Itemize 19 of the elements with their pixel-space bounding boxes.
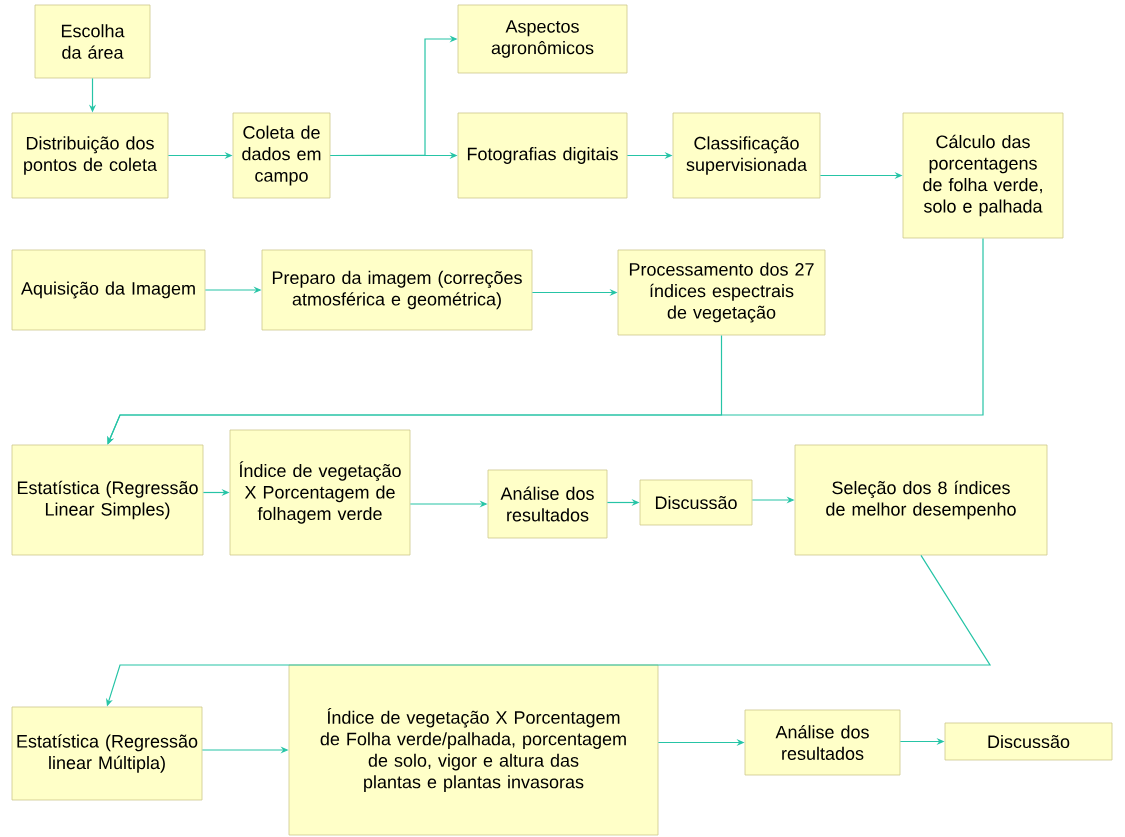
process-box: Escolha da área (34, 4, 151, 79)
process-box: Fotografias digitais (457, 112, 628, 199)
process-box: Análise dos resultados (487, 469, 608, 539)
process-box: Estatística (Regressão Linear Simples) (11, 444, 204, 556)
process-box: Aquisição da Imagem (11, 249, 206, 331)
process-box: Estatística (Regressão linear Múltipla) (11, 706, 203, 801)
process-box: Aspectos agronômicos (457, 4, 628, 74)
process-box: Cálculo das porcentagens de folha verde, solo e palhada (902, 112, 1064, 239)
process-box: Discussão (944, 722, 1113, 761)
process-box: Classificação supervisionada (672, 112, 821, 199)
process-box: Índice de vegetação X Porcentagem de Folha verde/palhada, porcentagem de solo, vigor e altura das plantas e plantas invasoras (288, 664, 659, 836)
process-box: Seleção dos 8 índices de melhor desempenho (794, 444, 1048, 556)
process-box: Preparo da imagem (correções atmosférica e geométrica) (261, 249, 533, 331)
process-box: Índice de vegetação X Porcentagem de folhagem verde (229, 429, 411, 556)
process-box: Coleta de dados em campo (232, 112, 331, 199)
process-box: Discussão (639, 479, 753, 526)
process-box: Processamento dos 27 índices espectrais de vegetação (617, 249, 826, 336)
process-box: Análise dos resultados (744, 709, 901, 776)
process-box: Distribuição dos pontos de coleta (11, 112, 169, 199)
